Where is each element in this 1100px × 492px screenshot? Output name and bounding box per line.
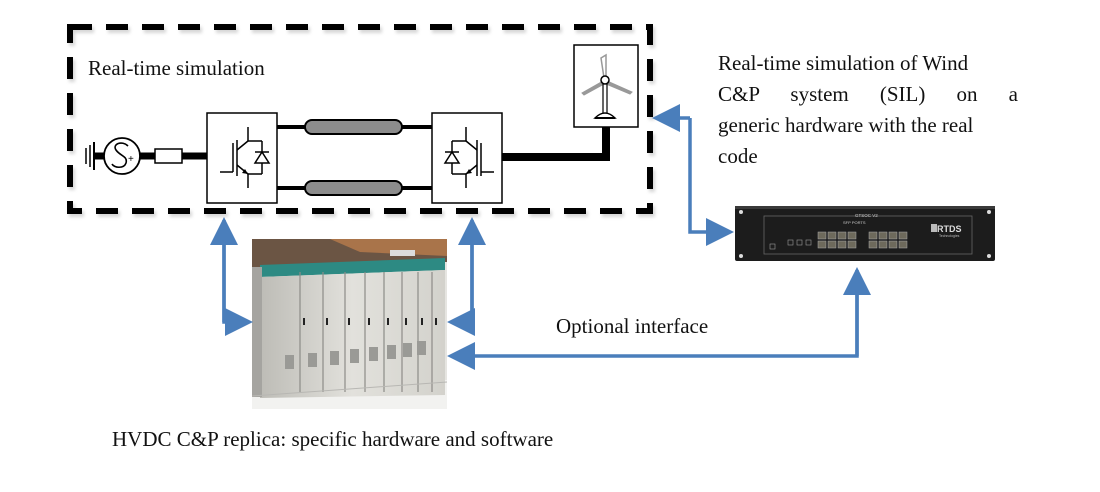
wind-desc-line-1: Real-time simulation of Wind [718,51,969,75]
cabinet-handle [348,318,350,325]
sfp-port [898,231,908,240]
rtds-brand-label: RTDS [937,224,962,234]
dc-cable-top-icon [304,119,403,135]
wind-turbine-icon [573,44,639,128]
sfp-port [817,240,827,249]
hvdc-cabinet-photo [251,239,448,409]
cabinet-vent [403,343,412,357]
sfp-port [898,240,908,249]
cabinet-handle [405,318,407,325]
sfp-port [878,240,888,249]
cabinet-vent [330,351,339,365]
dc-cable-bottom-icon [304,180,403,196]
ground-icon [85,142,95,170]
sfp-port [868,240,878,249]
cabinet-handle [303,318,305,325]
cabinet-handle [421,318,423,325]
ac-line-to-turbine [502,124,610,161]
sfp-port [837,231,847,240]
cabinet-vent [387,345,396,359]
arrow-converter1-cabinet [222,220,253,336]
sfp-port [878,231,888,240]
optional-interface-label: Optional interface [556,314,709,338]
sfp-port [888,231,898,240]
cabinet-handle [387,318,389,325]
cabinet-handle [435,318,437,325]
cabinet-vent [285,355,294,369]
cabinet-vent [417,341,426,355]
cabinet-vent [308,353,317,367]
realtime-simulation-label: Real-time simulation [88,56,265,80]
realtime-simulation-boundary [67,24,655,217]
hvdc-replica-caption: HVDC C&P replica: specific hardware and … [112,427,554,451]
sfp-port [868,231,878,240]
wind-system-description: Real-time simulation of Wind C&P system … [718,48,1018,172]
wind-desc-line-4: code [718,144,758,168]
sfp-port [827,240,837,249]
wind-desc-line-3: generic hardware with the real [718,113,974,137]
cabinet-handle [326,318,328,325]
rtds-simulator-photo: GTSOC V2 SFP PORTS RTDS Technologies [735,206,995,261]
arrow-converter2-cabinet [447,220,475,336]
sfp-port [847,240,857,249]
sfp-port [847,231,857,240]
cabinet-vent [350,349,359,363]
wind-desc-line-2: C&P system (SIL) on a [718,82,1018,106]
cabinet-handle [368,318,370,325]
rtds-model-label: GTSOC V2 [855,213,878,218]
cabinet-vent [369,347,378,361]
connection-arrows [210,104,871,370]
arrow-turbine-rtds [688,118,734,246]
sfp-port [827,231,837,240]
impedance-icon [154,148,183,164]
sfp-port [817,231,827,240]
arrow-optional-cabinet [447,270,859,370]
sfp-port [888,240,898,249]
converter-2-icon [431,112,503,204]
rtds-brand-sub: Technologies [939,234,960,238]
sfp-port [837,240,847,249]
ac-source-icon: + [103,137,141,175]
rtds-ports-label: SFP PORTS [843,220,866,225]
converter-1-icon [206,112,278,204]
svg-text:+: + [128,154,134,165]
